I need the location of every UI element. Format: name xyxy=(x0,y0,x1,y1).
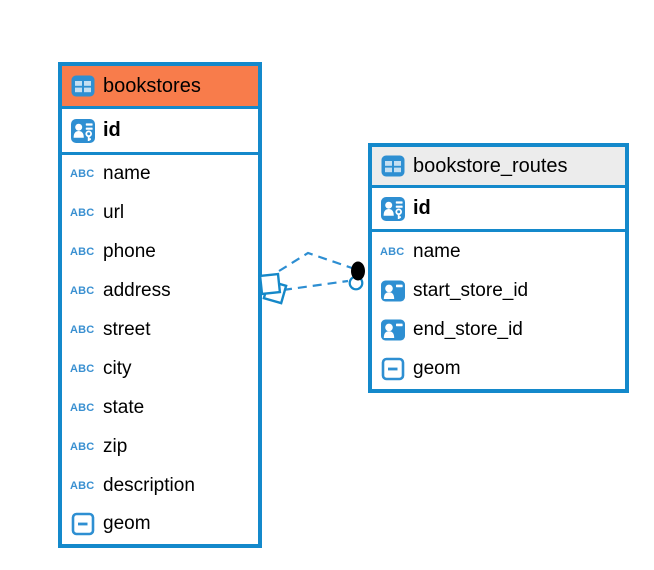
column-name: url xyxy=(103,202,125,224)
table-title: bookstores xyxy=(103,74,201,97)
column-name: id xyxy=(413,197,431,219)
table-icon xyxy=(380,153,406,179)
column-list: ABC name start_store_id end_store_id geo… xyxy=(372,232,625,389)
table-bookstore-routes[interactable]: bookstore_routes id ABC name start_store… xyxy=(368,143,629,393)
column-name: name xyxy=(413,240,461,262)
table-icon xyxy=(70,73,96,99)
column-name: geom xyxy=(413,358,461,380)
foreign-key-icon xyxy=(380,317,406,343)
text-type-icon: ABC xyxy=(70,285,95,298)
text-type-icon: ABC xyxy=(380,245,405,258)
column-row-name[interactable]: ABC name xyxy=(372,232,625,271)
column-row-phone[interactable]: ABC phone xyxy=(62,233,258,272)
foreign-key-icon xyxy=(380,278,406,304)
column-name: end_store_id xyxy=(413,319,523,341)
column-name: description xyxy=(103,474,195,496)
table-title: bookstore_routes xyxy=(413,154,568,177)
relationship-line-upper[interactable] xyxy=(278,251,353,272)
table-header-bookstores[interactable]: bookstores xyxy=(62,66,258,109)
column-row-start-store-id[interactable]: start_store_id xyxy=(372,271,625,310)
column-list: ABC name ABC url ABC phone ABC address A… xyxy=(62,155,258,544)
text-type-icon: ABC xyxy=(70,401,95,414)
column-name: id xyxy=(103,119,121,141)
column-row-city[interactable]: ABC city xyxy=(62,349,258,388)
column-name: phone xyxy=(103,241,156,263)
relationship-endpoint-source[interactable] xyxy=(258,272,288,305)
text-type-icon: ABC xyxy=(70,207,95,220)
geometry-type-icon xyxy=(380,356,406,382)
column-row-id[interactable]: id xyxy=(62,109,258,155)
column-row-name[interactable]: ABC name xyxy=(62,155,258,194)
column-name: zip xyxy=(103,435,128,457)
table-bookstores[interactable]: bookstores id ABC name ABC url ABC phone… xyxy=(58,62,262,548)
column-row-end-store-id[interactable]: end_store_id xyxy=(372,311,625,350)
column-row-id[interactable]: id xyxy=(372,188,625,232)
column-row-street[interactable]: ABC street xyxy=(62,311,258,350)
relationship-line-lower[interactable] xyxy=(282,279,349,292)
relationship-endpoint-target[interactable] xyxy=(348,261,365,291)
table-header-bookstore-routes[interactable]: bookstore_routes xyxy=(372,147,625,188)
text-type-icon: ABC xyxy=(70,479,95,492)
column-row-geom[interactable]: geom xyxy=(372,350,625,389)
column-name: start_store_id xyxy=(413,279,529,301)
column-name: name xyxy=(103,163,151,185)
column-row-state[interactable]: ABC state xyxy=(62,388,258,427)
column-name: geom xyxy=(103,513,151,535)
column-name: address xyxy=(103,280,171,302)
column-name: city xyxy=(103,357,132,379)
primary-key-icon xyxy=(70,118,96,144)
primary-key-icon xyxy=(380,196,406,222)
text-type-icon: ABC xyxy=(70,324,95,336)
column-row-address[interactable]: ABC address xyxy=(62,272,258,311)
text-type-icon: ABC xyxy=(70,168,95,181)
column-name: state xyxy=(103,396,145,418)
geometry-type-icon xyxy=(70,511,96,537)
column-name: street xyxy=(103,319,151,340)
text-type-icon: ABC xyxy=(70,246,95,259)
column-row-geom[interactable]: geom xyxy=(62,505,258,544)
column-row-zip[interactable]: ABC zip xyxy=(62,427,258,466)
column-row-description[interactable]: ABC description xyxy=(62,466,258,505)
text-type-icon: ABC xyxy=(70,440,95,453)
column-row-url[interactable]: ABC url xyxy=(62,194,258,233)
text-type-icon: ABC xyxy=(70,362,95,375)
